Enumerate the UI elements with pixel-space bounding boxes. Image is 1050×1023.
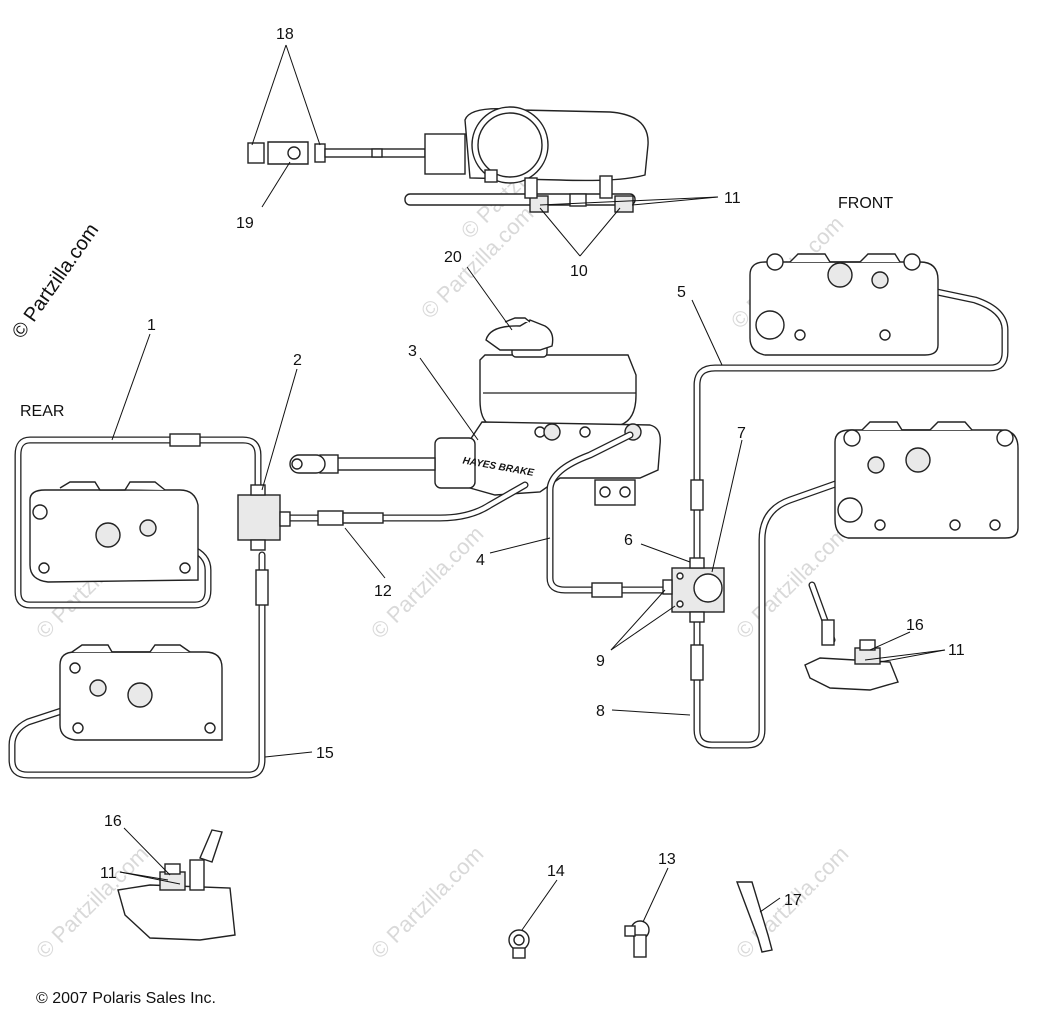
front-label: FRONT: [838, 195, 893, 212]
right-banjo-fitting: [804, 619, 899, 691]
callout-6: 6: [624, 532, 633, 549]
callout-12: 12: [374, 583, 392, 600]
callout-9: 9: [596, 653, 605, 670]
callout-11: 11: [724, 190, 741, 207]
callout-3: 3: [408, 343, 417, 360]
front-upper-caliper: [749, 253, 939, 356]
brake-lines: [8, 276, 1009, 779]
callout-10: 10: [570, 263, 588, 280]
callout-8: 8: [596, 703, 605, 720]
copyright: © 2007 Polaris Sales Inc.: [36, 990, 216, 1007]
callout-5: 5: [677, 284, 686, 301]
clip-13: [624, 920, 650, 958]
callout-17: 17: [784, 892, 802, 909]
aux-master-cylinder: [247, 106, 649, 213]
callout-4: 4: [476, 552, 485, 569]
leader-lines: [111, 44, 946, 931]
callout-19: 19: [236, 215, 254, 232]
callouts: 18 19 11 10 20 3 1 2 REAR FRONT 5 7 6 4 …: [20, 26, 965, 909]
clip-14: [508, 929, 530, 959]
rear-lower-caliper: [59, 644, 223, 741]
rear-label: REAR: [20, 403, 64, 420]
watermark: © Partzilla.com: [731, 521, 854, 644]
callout-2: 2: [293, 352, 302, 369]
callout-20: 20: [444, 249, 462, 266]
callout-18: 18: [276, 26, 294, 43]
left-banjo-fitting: [117, 829, 236, 941]
callout-11: 11: [100, 865, 117, 882]
front-distribution-block: [662, 557, 725, 623]
rear-upper-caliper: [29, 481, 199, 583]
cable-tie-17: [735, 881, 773, 953]
callout-14: 14: [547, 863, 565, 880]
front-lower-caliper: [834, 421, 1019, 539]
callout-7: 7: [737, 425, 746, 442]
callout-16: 16: [104, 813, 122, 830]
callout-11: 11: [948, 642, 965, 659]
callout-15: 15: [316, 745, 334, 762]
watermark: © Partzilla.com: [366, 841, 489, 964]
main-master-cylinder: HAYES BRAKE: [289, 317, 661, 506]
callout-1: 1: [147, 317, 156, 334]
callout-13: 13: [658, 851, 676, 868]
rear-tee-block: [237, 484, 291, 551]
callout-16: 16: [906, 617, 924, 634]
